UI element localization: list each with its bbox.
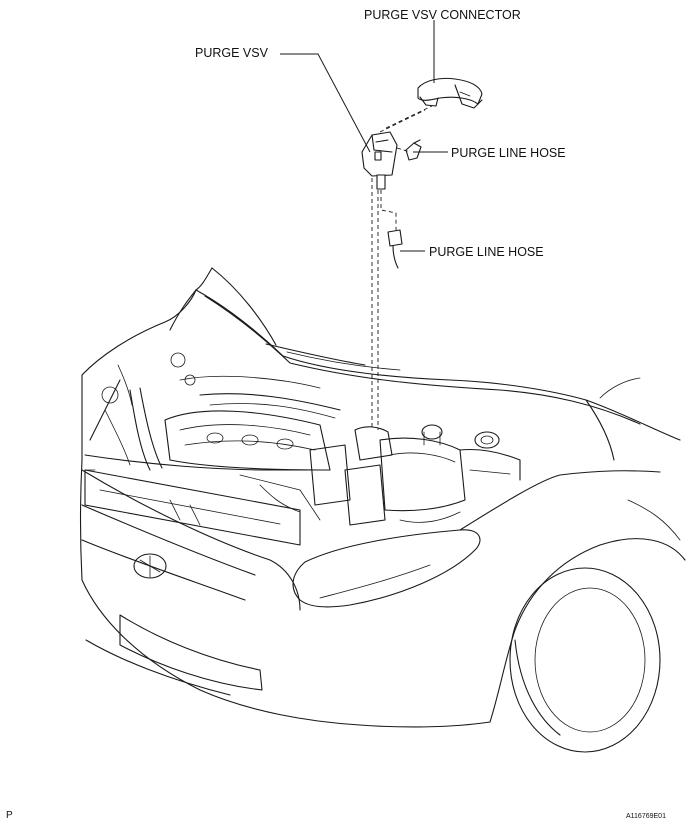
figure-id: A116769E01	[626, 813, 666, 820]
leader-purge-vsv	[280, 53, 371, 153]
label-purge-line-hose-lower: PURGE LINE HOSE	[429, 245, 544, 259]
label-purge-vsv-connector: PURGE VSV CONNECTOR	[364, 8, 521, 22]
leader-lines	[280, 20, 448, 252]
label-purge-vsv: PURGE VSV	[195, 46, 269, 60]
label-purge-line-hose-upper: PURGE LINE HOSE	[451, 146, 566, 160]
footer-left-code: P	[6, 810, 13, 821]
car-illustration	[79, 267, 686, 753]
purge-vsv-assembly	[361, 77, 483, 430]
